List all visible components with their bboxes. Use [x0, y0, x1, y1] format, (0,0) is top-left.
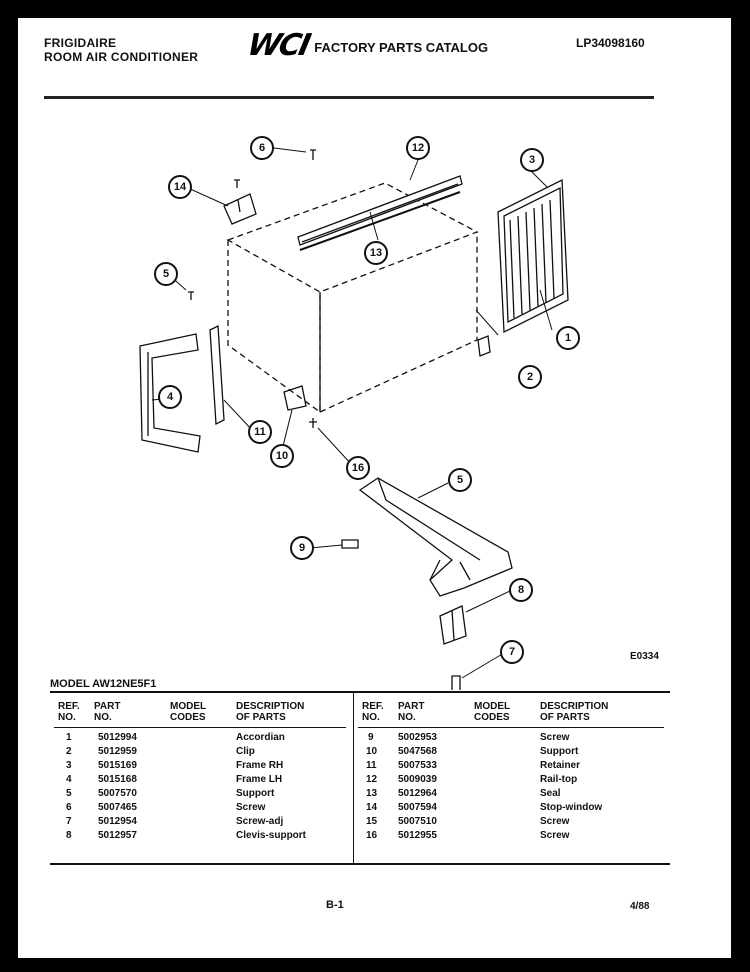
clip	[477, 335, 491, 357]
svg-text:10: 10	[276, 450, 288, 462]
svg-text:7: 7	[509, 646, 515, 658]
screw-5	[188, 291, 194, 300]
table-divider	[353, 693, 354, 863]
callout-9: 9	[290, 536, 314, 560]
wci-logo: WCI	[244, 28, 313, 63]
model-label: MODEL AW12NE5F1	[50, 678, 157, 690]
header-rule	[44, 96, 654, 99]
catalog-page	[18, 18, 731, 958]
header-center: WCI FACTORY PARTS CATALOG	[244, 28, 489, 63]
svg-text:13: 13	[370, 247, 382, 259]
svg-text:5: 5	[163, 268, 169, 280]
exploded-parts-diagram: 1 2 3 4 5 5 6 7 8 9 10 11 12 13 14 16	[139, 136, 580, 690]
svg-text:12: 12	[412, 142, 424, 154]
page-number: B-1	[326, 899, 344, 911]
svg-text:6: 6	[259, 142, 265, 154]
callout-10: 10	[270, 444, 294, 468]
frame-lh	[139, 333, 201, 453]
callout-5b: 5	[448, 468, 472, 492]
callout-16: 16	[346, 456, 370, 480]
svg-text:5: 5	[457, 474, 463, 486]
callout-13: 13	[364, 241, 388, 265]
callout-11: 11	[248, 420, 272, 444]
frame-rh	[497, 178, 569, 334]
callout-8: 8	[509, 578, 533, 602]
screw-9	[341, 539, 359, 549]
retainer	[209, 324, 225, 426]
rail-top	[297, 175, 463, 246]
header-underline-right	[358, 727, 664, 728]
svg-text:8: 8	[518, 584, 524, 596]
callout-12: 12	[406, 136, 430, 160]
callout-3: 3	[520, 148, 544, 172]
callout-4: 4	[158, 385, 182, 409]
drawing-code: E0334	[630, 651, 659, 662]
svg-text:14: 14	[174, 181, 187, 193]
catalog-title: FACTORY PARTS CATALOG	[314, 40, 489, 55]
catalog-code: LP34098160	[576, 36, 645, 50]
seal	[299, 191, 461, 251]
product-name: ROOM AIR CONDITIONER	[44, 50, 199, 64]
svg-text:1: 1	[565, 332, 571, 344]
header-underline-left	[54, 727, 346, 728]
clevis-support	[439, 605, 467, 645]
support-bracket	[283, 385, 307, 411]
svg-text:2: 2	[527, 371, 533, 383]
svg-text:11: 11	[254, 426, 266, 438]
callout-5a: 5	[154, 262, 178, 286]
catalog-date: 4/88	[630, 901, 650, 912]
svg-text:16: 16	[352, 462, 364, 474]
callout-7: 7	[500, 640, 524, 664]
callout-2: 2	[518, 365, 542, 389]
svg-text:9: 9	[299, 542, 305, 554]
callout-6: 6	[250, 136, 274, 160]
stop-window	[223, 193, 257, 225]
cabinet-outline	[226, 182, 479, 414]
svg-text:3: 3	[529, 154, 535, 166]
screw-adj	[451, 675, 461, 690]
header-ref-left: REF.NO.	[58, 701, 80, 723]
callout-14: 14	[168, 175, 192, 199]
brand-name: FRIGIDAIRE	[44, 36, 117, 50]
support	[358, 477, 513, 597]
svg-text:4: 4	[167, 391, 174, 403]
header-ref-right: REF.NO.	[362, 701, 384, 723]
callout-1: 1	[556, 326, 580, 350]
header-left: FRIGIDAIRE ROOM AIR CONDITIONER	[44, 36, 198, 64]
